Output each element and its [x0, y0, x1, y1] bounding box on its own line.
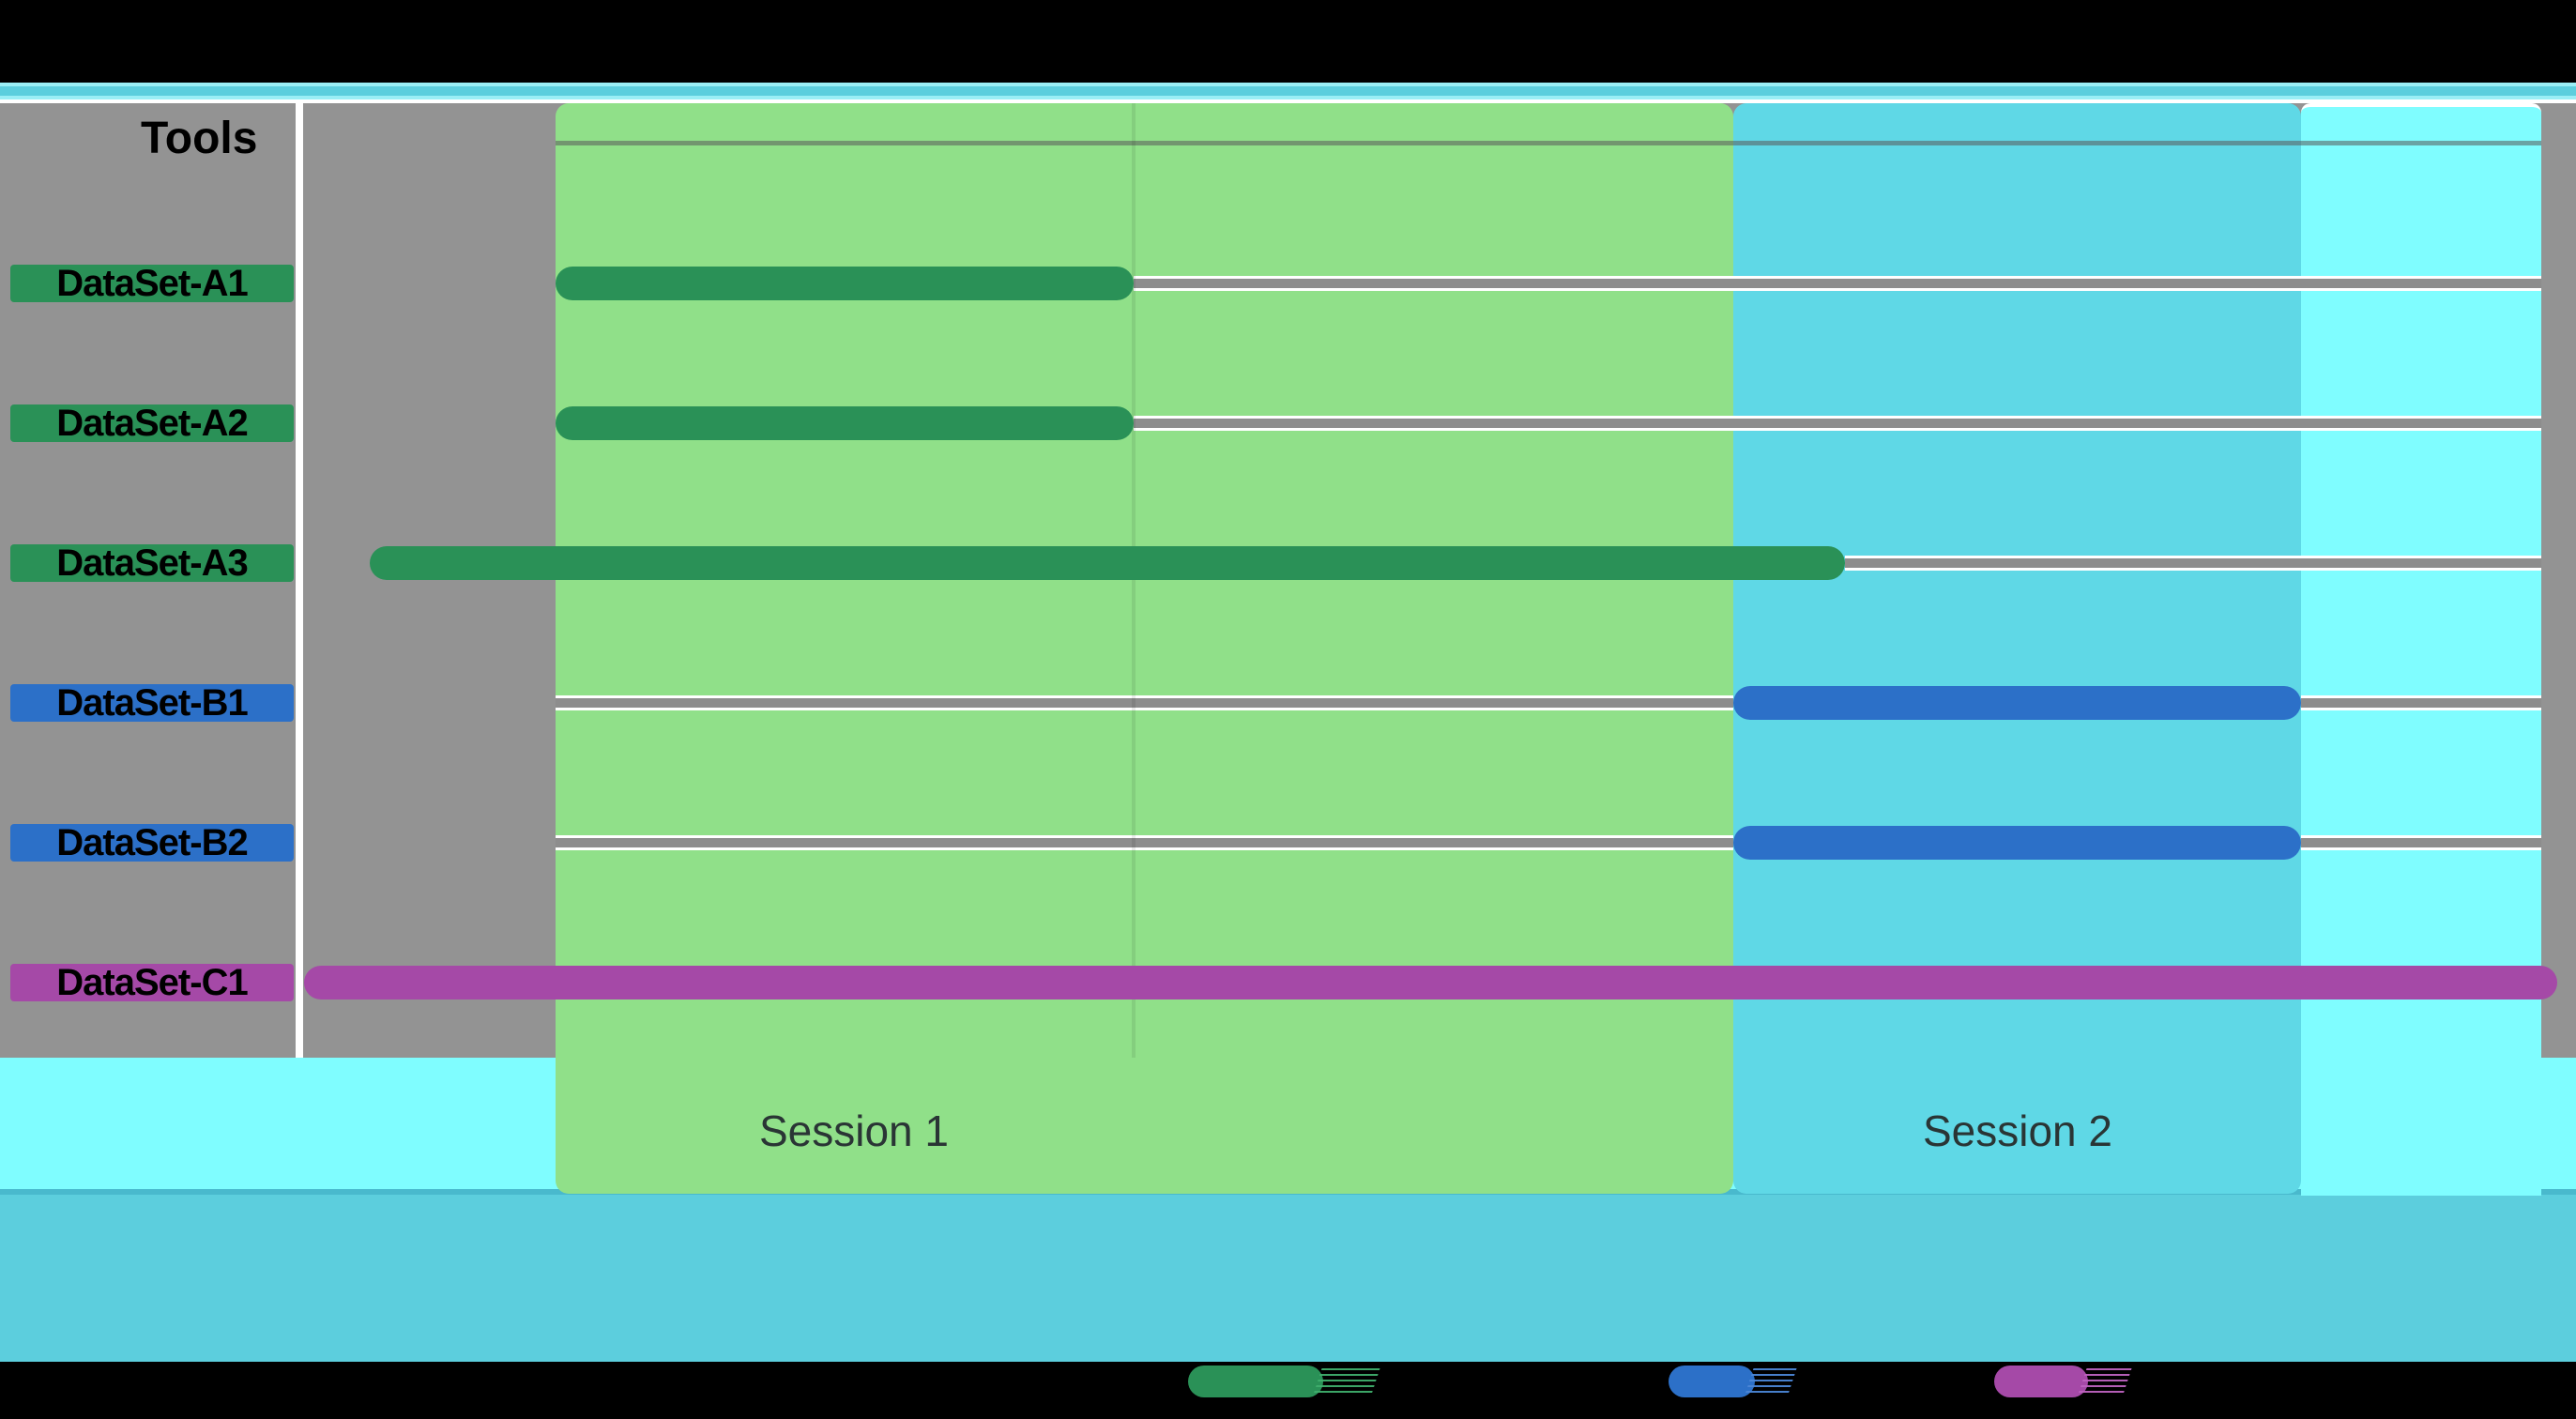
track-row5-right	[2301, 835, 2541, 850]
legend-swatch-blue	[1669, 1366, 1755, 1397]
track-row3	[1845, 556, 2541, 571]
track-row2	[1134, 416, 2541, 431]
bar-dataset-a2	[556, 406, 1134, 440]
row-label-dataset-b1: DataSet-B1	[10, 684, 294, 722]
gridline-row0	[556, 141, 2541, 145]
row-label-dataset-b2: DataSet-B2	[10, 824, 294, 862]
row-label-dataset-a1: DataSet-A1	[10, 265, 294, 302]
session2-label: Session 2	[1922, 1106, 2112, 1155]
label-column-divider	[296, 103, 303, 1058]
bar-dataset-b2	[1733, 826, 2301, 860]
session2-band	[1733, 103, 2301, 1194]
track-row1	[1134, 276, 2541, 291]
track-row5-left	[556, 835, 1733, 850]
vertical-gridline	[1132, 103, 1136, 1058]
legend-streak-blue	[1745, 1368, 1797, 1395]
row-label-dataset-a3: DataSet-A3	[10, 544, 294, 582]
bar-dataset-a1	[556, 267, 1134, 300]
track-row4-right	[2301, 695, 2541, 710]
row-label-dataset-a2: DataSet-A2	[10, 404, 294, 442]
legend-swatch-purple	[1994, 1366, 2088, 1397]
legend-streak-purple	[2078, 1368, 2132, 1395]
top-white-divider	[0, 99, 2576, 104]
bottom-cyan-band	[0, 1195, 2576, 1362]
row-label-dataset-c1: DataSet-C1	[10, 964, 294, 1001]
track-row4-left	[556, 695, 1733, 710]
bar-dataset-b1	[1733, 686, 2301, 720]
row-axis-title: Tools	[141, 114, 258, 163]
top-cyan-strip	[0, 83, 2576, 99]
right-bright-cyan-column	[2301, 103, 2541, 1196]
bar-dataset-c1	[304, 966, 2557, 999]
legend-streak-green	[1313, 1368, 1380, 1395]
legend-swatch-green	[1188, 1366, 1323, 1397]
bar-dataset-a3	[370, 546, 1845, 580]
session1-label: Session 1	[758, 1106, 949, 1155]
